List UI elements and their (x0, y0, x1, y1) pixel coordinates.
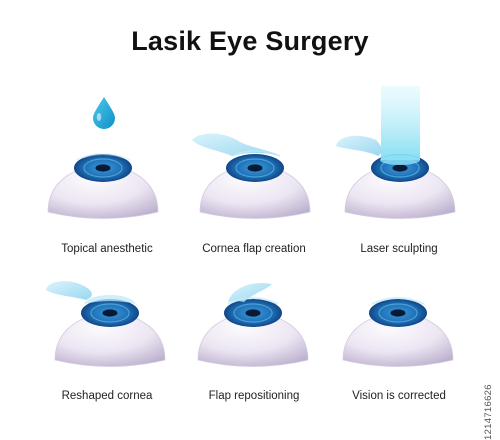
laser-beam (381, 86, 420, 160)
reshaped-cornea (84, 295, 136, 304)
step-1-label: Topical anesthetic (61, 243, 153, 255)
iris-ring (83, 158, 123, 178)
pupil (95, 164, 111, 172)
cornea-highlight (75, 153, 131, 161)
step-1-illustration (47, 97, 159, 219)
step-3-label: Laser sculpting (360, 243, 438, 255)
cornea-highlight (227, 297, 279, 305)
step-6-illustration (342, 297, 454, 367)
drop-highlight (96, 113, 102, 121)
cornea-flap (336, 135, 382, 156)
drop-icon (93, 97, 115, 129)
pupil (245, 309, 261, 317)
laser-spot (380, 155, 420, 165)
step-2-illustration (192, 133, 311, 219)
cornea-highlight (231, 150, 281, 157)
pupil (247, 164, 263, 172)
cornea-flap (228, 282, 272, 302)
eyeball (199, 165, 311, 219)
eyeball (342, 313, 454, 367)
stock-id-watermark: 1214716626 (483, 384, 494, 440)
cornea-flap (46, 281, 92, 300)
pupil (392, 164, 408, 172)
cornea-highlight (371, 297, 425, 305)
eyeball (197, 313, 309, 367)
pupil (102, 309, 118, 317)
step-3-illustration (336, 86, 456, 219)
step-4-illustration (46, 281, 166, 367)
pupil (390, 309, 406, 317)
eyeball (344, 165, 456, 219)
step-2-label: Cornea flap creation (202, 243, 306, 255)
iris-ring (233, 303, 273, 323)
diagram-title: Lasik Eye Surgery (131, 26, 369, 56)
step-4-label: Reshaped cornea (61, 390, 153, 402)
step-5-illustration (197, 282, 309, 367)
iris-ring (90, 303, 130, 323)
iris-ring (235, 158, 275, 178)
step-5-label: Flap repositioning (208, 390, 300, 402)
iris-ring (378, 303, 418, 323)
eyeball (47, 165, 159, 219)
eyeball (54, 313, 166, 367)
step-6-label: Vision is corrected (352, 390, 446, 402)
